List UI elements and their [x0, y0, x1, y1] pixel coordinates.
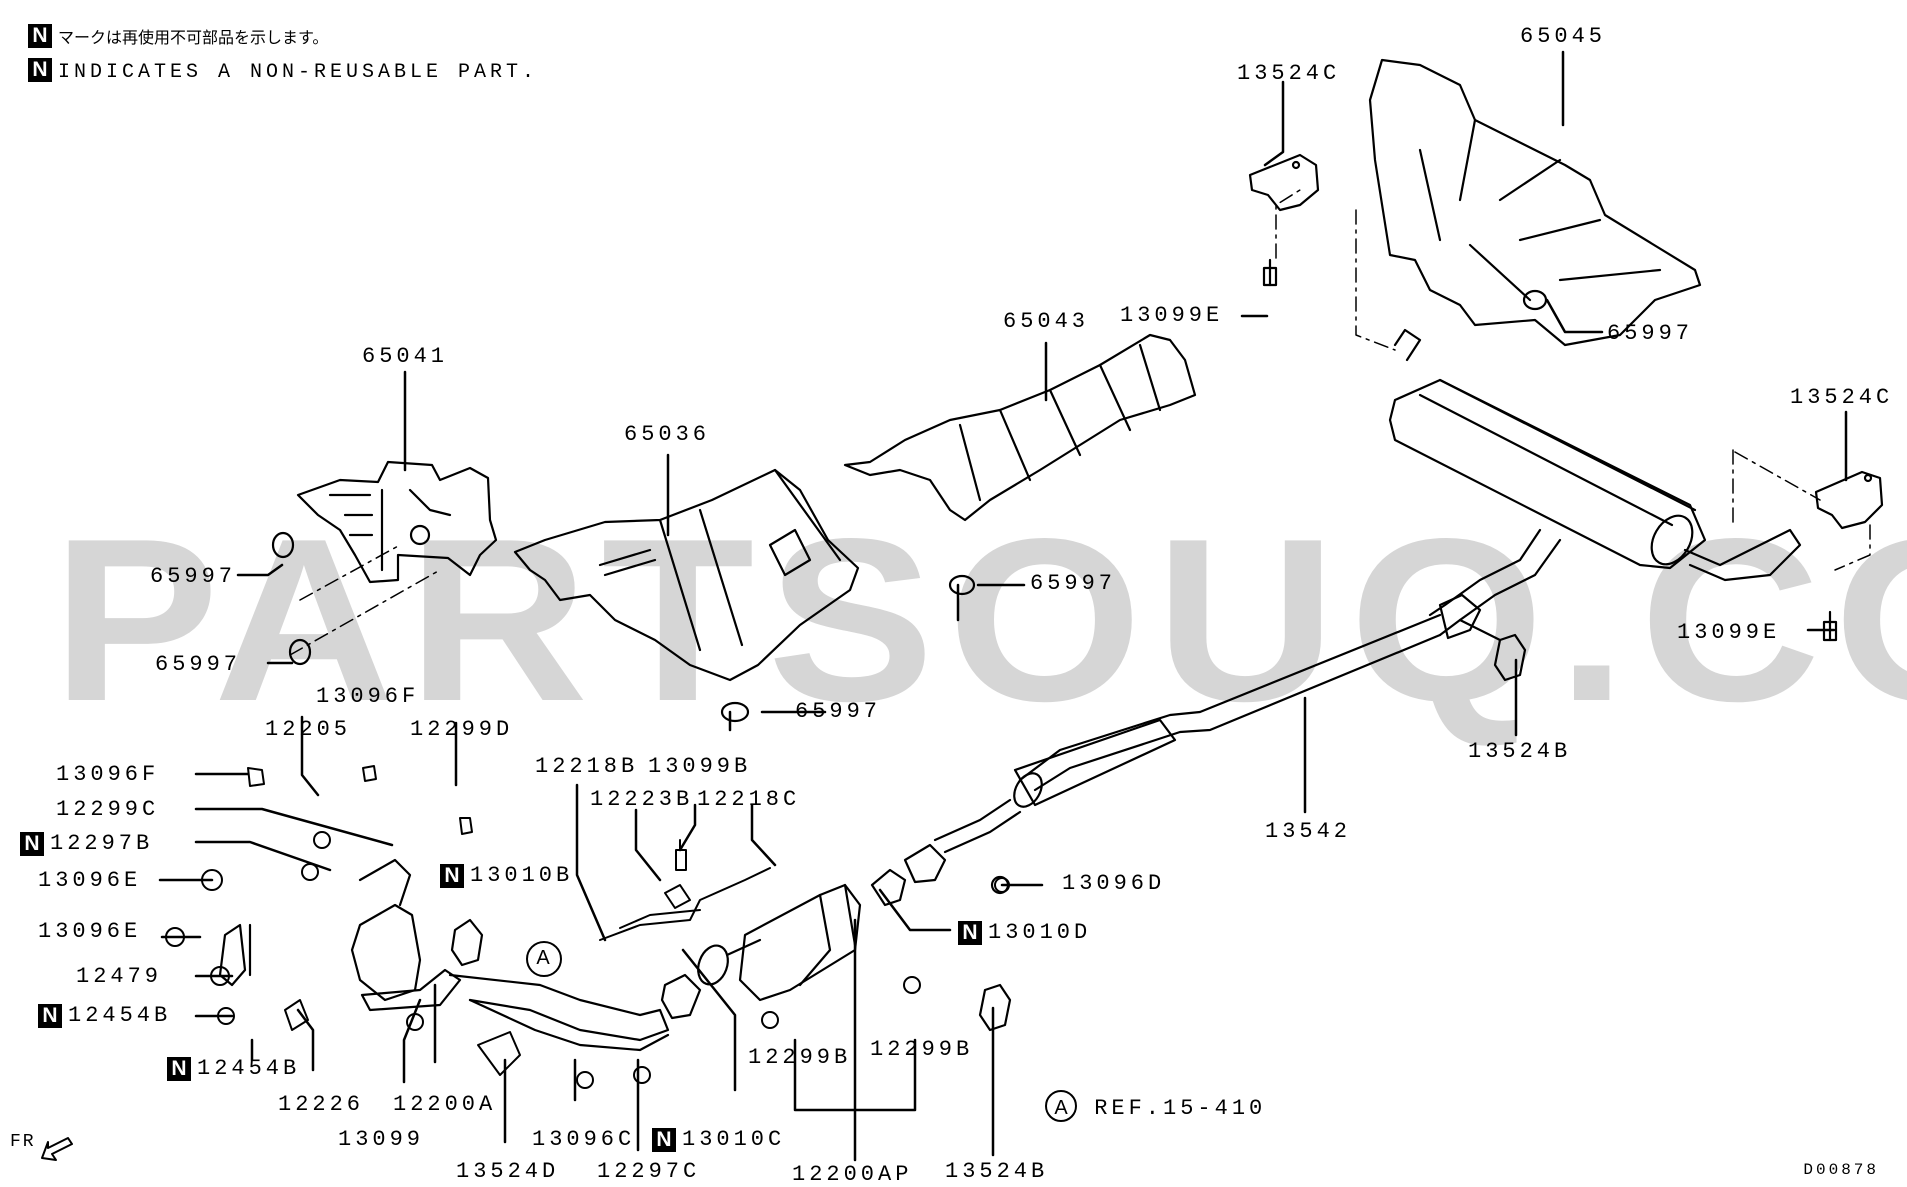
- bracket-13524C-top: [1248, 153, 1320, 287]
- part-label[interactable]: 12205: [265, 717, 352, 742]
- part-label[interactable]: 65036: [624, 422, 711, 447]
- part-number: 13010C: [682, 1127, 786, 1152]
- front-indicator-label: FR: [10, 1132, 36, 1152]
- non-reusable-badge: N: [958, 921, 982, 945]
- part-label[interactable]: 65997: [1030, 571, 1117, 596]
- ref-a-circle-1: [526, 941, 562, 977]
- non-reusable-badge: N: [38, 1004, 62, 1028]
- part-label[interactable]: 12297C: [597, 1159, 701, 1184]
- legend-japanese: N マークは再使用不可部品を示します。: [28, 24, 328, 50]
- ref-a-letter: A: [536, 947, 550, 969]
- ref-a-callout-1: A: [527, 942, 559, 975]
- non-reusable-badge: N: [167, 1057, 191, 1081]
- heat-shield-65045: [1368, 58, 1702, 347]
- part-label[interactable]: 13096F: [56, 762, 160, 787]
- part-label[interactable]: 13099E: [1677, 620, 1781, 645]
- part-label[interactable]: 65997: [795, 699, 882, 724]
- part-label[interactable]: 13099B: [648, 754, 752, 779]
- part-label[interactable]: 65997: [1607, 321, 1694, 346]
- legend-english-text: INDICATES A NON-REUSABLE PART.: [58, 61, 539, 84]
- center-catalytic-converter: [697, 883, 862, 1002]
- part-label[interactable]: 13099E: [1120, 303, 1224, 328]
- part-label[interactable]: 13096E: [38, 868, 142, 893]
- part-label[interactable]: 12226: [278, 1092, 365, 1117]
- legend-japanese-text: マークは再使用不可部品を示します。: [58, 28, 329, 47]
- part-label[interactable]: 13096C: [532, 1127, 636, 1152]
- part-label[interactable]: 12299B: [870, 1037, 974, 1062]
- part-label[interactable]: 12218C: [697, 787, 801, 812]
- part-number: 12454B: [197, 1056, 301, 1081]
- part-number: 13010B: [470, 863, 574, 888]
- part-label[interactable]: 65045: [1520, 24, 1607, 49]
- part-number: 13010D: [988, 920, 1092, 945]
- non-reusable-badge: N: [652, 1128, 676, 1152]
- center-pipe-13542: [933, 593, 1502, 854]
- o2-sensor-harness: [599, 839, 771, 941]
- part-label[interactable]: 13524C: [1790, 385, 1894, 410]
- fasteners: [165, 765, 1010, 1089]
- part-label[interactable]: 13524B: [945, 1159, 1049, 1184]
- part-label[interactable]: 65041: [362, 344, 449, 369]
- part-label[interactable]: 65997: [150, 564, 237, 589]
- heat-shield-65041: [271, 460, 498, 666]
- part-label[interactable]: 13096F: [316, 684, 420, 709]
- part-label[interactable]: 12200A: [393, 1092, 497, 1117]
- part-label[interactable]: 12299B: [748, 1045, 852, 1070]
- part-label[interactable]: 12218B: [535, 754, 639, 779]
- leader-lines: [158, 50, 1848, 1162]
- ref-a-marker: A: [1045, 1090, 1077, 1122]
- reference-text: REF.15-410: [1094, 1096, 1267, 1121]
- part-label[interactable]: 13096D: [1062, 871, 1166, 896]
- non-reusable-badge: N: [28, 24, 52, 48]
- rear-muffler: [1388, 328, 1802, 637]
- front-arrow-icon: [41, 1137, 73, 1161]
- reference-note: A REF.15-410: [1045, 1090, 1266, 1125]
- bracket-13524C-right: [1814, 470, 1884, 642]
- part-label[interactable]: 12200AP: [792, 1162, 913, 1187]
- rubber-hanger-13524B: [978, 633, 1527, 1032]
- part-label[interactable]: 13524C: [1237, 61, 1341, 86]
- part-label[interactable]: 12299C: [56, 797, 160, 822]
- part-label[interactable]: 13096E: [38, 919, 142, 944]
- part-label[interactable]: 13524B: [1468, 739, 1572, 764]
- non-reusable-badge: N: [20, 832, 44, 856]
- non-reusable-badge: N: [440, 864, 464, 888]
- front-catalytic-converter: [218, 858, 670, 1052]
- part-label[interactable]: 13524D: [456, 1159, 560, 1184]
- part-label[interactable]: 12479: [76, 964, 163, 989]
- diagram-code: D00878: [1803, 1161, 1879, 1179]
- non-reusable-badge: N: [28, 58, 52, 82]
- dash-lines: [289, 189, 1871, 656]
- part-number: 12454B: [68, 1003, 172, 1028]
- heat-shield-65043: [843, 333, 1197, 596]
- part-label[interactable]: 13099: [338, 1127, 425, 1152]
- part-label[interactable]: 12223B: [590, 787, 694, 812]
- part-label[interactable]: 65997: [155, 652, 242, 677]
- legend-english: N INDICATES A NON-REUSABLE PART.: [28, 58, 538, 85]
- heat-shield-65036: [513, 468, 860, 723]
- part-label[interactable]: 12299D: [410, 717, 514, 742]
- part-label[interactable]: 13542: [1265, 819, 1352, 844]
- part-label[interactable]: 65043: [1003, 309, 1090, 334]
- part-number: 12297B: [50, 831, 154, 856]
